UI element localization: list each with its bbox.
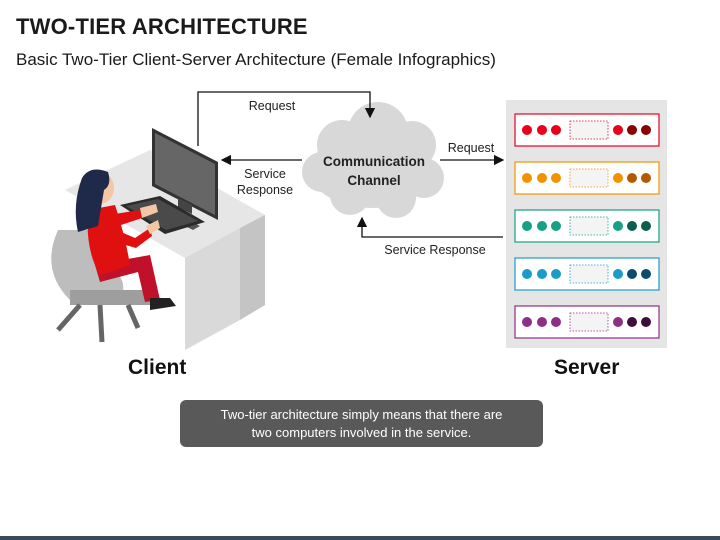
woman-at-computer-icon xyxy=(51,128,265,350)
server-rack-icon xyxy=(506,100,667,348)
page-title: TWO-TIER ARCHITECTURE xyxy=(16,14,308,39)
info-note-box: Two-tier architecture simply means that … xyxy=(180,400,543,447)
communication-channel-label: Communication Channel xyxy=(322,154,425,188)
response-connector-bottom xyxy=(356,216,503,238)
cloud-icon xyxy=(302,102,444,218)
footer-bar xyxy=(0,536,720,540)
server-unit xyxy=(514,209,660,243)
server-unit xyxy=(514,113,660,147)
service-response-label-left: Service Response xyxy=(236,167,294,197)
request-connector-top xyxy=(197,91,376,146)
page-subtitle: Basic Two-Tier Client-Server Architectur… xyxy=(16,50,496,69)
server-unit xyxy=(514,257,660,291)
info-note-text: Two-tier architecture simply means that … xyxy=(220,406,503,440)
server-unit xyxy=(514,161,660,195)
request-label-right: Request xyxy=(447,141,495,155)
client-label: Client xyxy=(128,356,187,379)
server-unit xyxy=(514,305,660,339)
server-label: Server xyxy=(554,356,620,379)
request-label-top: Request xyxy=(248,99,296,113)
service-response-label-bottom: Service Response xyxy=(384,243,486,257)
